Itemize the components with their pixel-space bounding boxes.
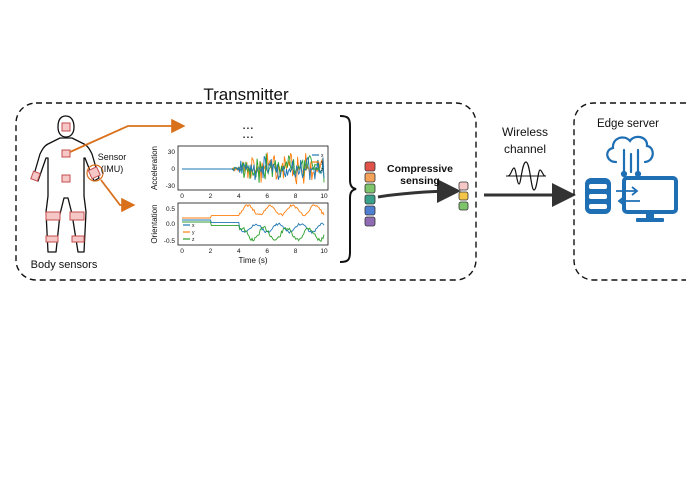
- arrow-to-accel: [69, 118, 186, 153]
- monitor-icon: [622, 176, 678, 222]
- orient-ytick-00: 0.0: [166, 221, 175, 228]
- orient-legend-z: z: [192, 237, 195, 243]
- orient-series-line: [182, 219, 325, 235]
- body-sensors-label: Body sensors: [31, 259, 98, 271]
- x-tick-label: 4: [237, 193, 241, 200]
- signal-block: [364, 216, 376, 227]
- accel-legend-y: y: [321, 160, 324, 166]
- x-tick-label: 2: [209, 248, 213, 255]
- orient-series-line: [182, 221, 325, 242]
- more-sensors-ellipsis-1: ...: [242, 116, 254, 132]
- x-tick-label: 0: [180, 193, 184, 200]
- signal-block: [364, 205, 376, 216]
- orient-ytick-neg05: -0.5: [164, 238, 176, 245]
- x-tick-label: 6: [265, 193, 269, 200]
- accel-ytick-neg30: -30: [166, 183, 176, 190]
- sensor-label-line2: (IMU): [101, 164, 124, 174]
- sensor-chest: [61, 149, 71, 158]
- sensor-left-wrist: [30, 170, 41, 182]
- sensor-head: [61, 122, 71, 132]
- compressive-label-line2: sensing: [400, 175, 440, 187]
- compressed-block: [458, 191, 469, 201]
- sensor-waist: [61, 174, 71, 183]
- wireless-label-line2: channel: [504, 142, 546, 156]
- database-icon: [585, 178, 611, 214]
- compressed-block: [458, 181, 469, 191]
- signal-block: [364, 183, 376, 194]
- accel-ytick-0: 0: [171, 166, 175, 173]
- x-tick-label: 6: [265, 248, 269, 255]
- signal-blocks: [364, 161, 376, 227]
- transmitter-box: [15, 102, 477, 281]
- signal-block: [364, 161, 376, 172]
- orient-series: [182, 204, 325, 242]
- wireless-label-line1: Wireless: [502, 125, 548, 139]
- accel-xticks: 0 2 4 6 8 10: [180, 193, 328, 200]
- compressive-label-line1: Compressive: [387, 163, 453, 175]
- accel-ytick-30: 30: [168, 149, 176, 156]
- orient-legend: x y z: [183, 223, 195, 243]
- accel-series-line: [182, 156, 325, 181]
- x-tick-label: 4: [237, 248, 241, 255]
- more-sensors-ellipsis-2: ...: [242, 125, 254, 141]
- orientation-chart: x y z 0.5 0.0 -0.5 0 2 4 6 8 10 Orientation T…: [150, 202, 329, 265]
- orient-legend-x: x: [192, 223, 195, 229]
- orient-ylabel: Orientation: [150, 204, 159, 243]
- accel-series: [182, 152, 325, 185]
- transfer-arrows-icon: [616, 186, 640, 206]
- imu-highlight-circle: [86, 164, 104, 182]
- accel-legend-x: x: [321, 153, 324, 159]
- sensor-patches: [30, 122, 85, 243]
- acceleration-chart: x y z 30 0 -30 0 2 4 6 8 10 Acceleration: [150, 145, 329, 200]
- accel-ylabel: Acceleration: [150, 146, 159, 190]
- x-tick-label: 8: [294, 248, 298, 255]
- x-tick-label: 8: [294, 193, 298, 200]
- x-tick-label: 2: [209, 193, 213, 200]
- edge-server-box: [573, 102, 686, 281]
- x-tick-label: 10: [320, 193, 328, 200]
- arrow-to-orient: [100, 179, 136, 213]
- signal-block: [364, 172, 376, 183]
- x-tick-label: 10: [320, 248, 328, 255]
- compressed-block: [458, 201, 469, 211]
- accel-legend: x y z: [312, 153, 324, 173]
- sensor-shin-right: [71, 235, 85, 243]
- imu-sensor-icon: [87, 166, 101, 180]
- orient-ytick-05: 0.5: [166, 206, 175, 213]
- compressed-blocks: [458, 181, 469, 211]
- edge-server-label: Edge server: [597, 118, 659, 130]
- sensor-shin-left: [45, 235, 59, 243]
- orient-legend-y: y: [192, 230, 195, 236]
- sensor-label-line1: Sensor: [98, 152, 127, 162]
- signal-block: [364, 194, 376, 205]
- orient-xlabel: Time (s): [238, 256, 267, 265]
- orient-xticks: 0 2 4 6 8 10: [180, 248, 328, 255]
- curly-brace: [339, 115, 357, 263]
- transmitter-title: Transmitter: [203, 85, 289, 104]
- compressive-arrow: [377, 179, 461, 204]
- x-tick-label: 0: [180, 248, 184, 255]
- human-body-icon: [32, 115, 100, 253]
- wave-icon: [506, 161, 546, 191]
- sensor-thigh-left: [45, 211, 61, 221]
- accel-legend-z: z: [321, 167, 324, 173]
- orient-series-line: [182, 204, 325, 219]
- cloud-icon: [606, 135, 654, 178]
- sensor-thigh-right: [69, 211, 85, 221]
